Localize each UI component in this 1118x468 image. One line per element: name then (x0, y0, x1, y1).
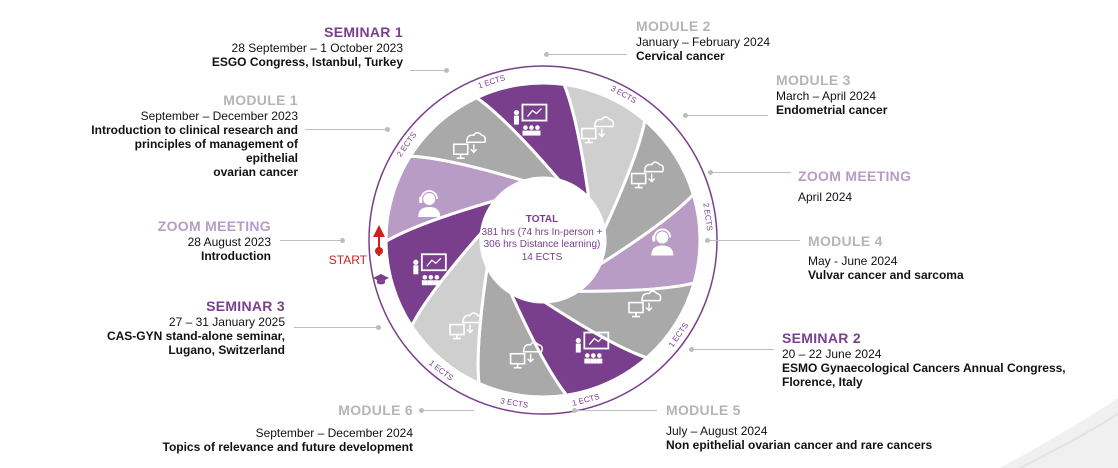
module-4-block: MODULE 4 May - June 2024 Vulvar cancer a… (808, 233, 998, 282)
module-5-leader (572, 408, 657, 413)
seminar-3-desc-1: CAS-GYN stand-alone seminar, (106, 329, 285, 343)
total-line-1: 381 hrs (74 hrs In-person + (482, 227, 603, 238)
cloud-computer-icon (630, 161, 664, 189)
ects-label: 2 ECTS (701, 202, 714, 231)
total-line-3: 14 ECTS (522, 252, 563, 263)
seminar-3-leader (294, 325, 381, 330)
cloud-computer-icon (452, 131, 487, 160)
zoom-meeting-1-date: 28 August 2023 (187, 235, 271, 249)
presentation-icon (575, 331, 610, 364)
module-6-block: MODULE 6 September – December 2024 Topic… (150, 402, 414, 454)
module-2-date: January – February 2024 (636, 35, 771, 49)
module-1-date: September – December 2023 (140, 109, 298, 123)
start-dot (375, 247, 383, 255)
module-2-title: MODULE 2 (636, 18, 711, 34)
module-5-desc: Non epithelial ovarian cancer and rare c… (666, 438, 933, 452)
total-line-2: 306 hrs Distance learning) (484, 239, 601, 250)
segments-group (384, 81, 702, 399)
module-3-block: MODULE 3 March – April 2024 Endometrial … (776, 72, 956, 117)
module-3-title: MODULE 3 (776, 72, 851, 88)
seminar-2-title: SEMINAR 2 (782, 330, 861, 346)
seminar-2-date: 20 – 22 June 2024 (782, 347, 882, 361)
module-6-date: September – December 2024 (255, 426, 413, 440)
cloud-computer-icon (628, 290, 662, 318)
zoom-meeting-2-title: ZOOM MEETING (798, 168, 912, 184)
presentation-icon (513, 103, 548, 136)
seminar-1-title: SEMINAR 1 (324, 24, 403, 40)
start-label: START (329, 253, 368, 267)
module-1-title: MODULE 1 (223, 92, 298, 108)
module-1-block: MODULE 1 September – December 2023 Intro… (80, 92, 298, 179)
seminar-1-desc: ESGO Congress, Istanbul, Turkey (211, 55, 403, 69)
zoom-meeting-1-title: ZOOM MEETING (157, 218, 271, 234)
zoom-1-leader (280, 238, 345, 243)
zoom-2-leader (708, 170, 791, 175)
graduation-cap-icon (373, 274, 389, 285)
seminar-2-leader (689, 347, 774, 352)
zoom-meeting-2-date: April 2024 (798, 190, 853, 204)
cloud-computer-icon (509, 341, 543, 369)
module-2-leader (544, 52, 627, 57)
module-1-desc-1: Introduction to clinical research and (91, 123, 298, 137)
zoom-meeting-2-block: ZOOM MEETING April 2024 (798, 168, 948, 204)
module-5-date: July – August 2024 (666, 424, 768, 438)
seminar-3-desc-2: Lugano, Switzerland (168, 343, 285, 357)
cloud-computer-icon (449, 312, 483, 340)
presentation-icon (413, 253, 447, 286)
zoom-meeting-1-block: ZOOM MEETING 28 August 2023 Introduction (100, 218, 271, 263)
module-1-leader (305, 127, 390, 132)
module-1-desc-2: principles of management of epithelial (134, 137, 298, 165)
module-2-block: MODULE 2 January – February 2024 Cervica… (636, 18, 836, 63)
module-3-date: March – April 2024 (776, 89, 877, 103)
seminar-2-block: SEMINAR 2 20 – 22 June 2024 ESMO Gynaeco… (782, 330, 1082, 389)
headset-icon (651, 228, 674, 256)
seminar-3-date: 27 – 31 January 2025 (168, 315, 285, 329)
total-title: TOTAL (526, 214, 558, 225)
seminar-3-block: SEMINAR 3 27 – 31 January 2025 CAS-GYN s… (80, 298, 285, 357)
module-4-date: May - June 2024 (808, 254, 898, 268)
module-4-title: MODULE 4 (808, 233, 883, 249)
zoom-meeting-1-desc: Introduction (201, 249, 271, 263)
module-4-leader (705, 238, 800, 243)
module-6-leader (419, 408, 474, 413)
icons-group (413, 103, 674, 369)
seminar-1-date: 28 September – 1 October 2023 (231, 41, 403, 55)
cloud-computer-icon (580, 116, 615, 144)
seminar-2-desc-2: Florence, Italy (782, 375, 863, 389)
seminar-1-leader (410, 68, 449, 73)
module-6-title: MODULE 6 (338, 402, 413, 418)
module-3-leader (683, 113, 768, 118)
module-5-block: MODULE 5 July – August 2024 Non epitheli… (666, 402, 956, 452)
module-4-desc: Vulvar cancer and sarcoma (808, 268, 964, 282)
module-3-desc: Endometrial cancer (776, 103, 888, 117)
module-6-desc: Topics of relevance and future developme… (162, 440, 414, 454)
seminar-1-block: SEMINAR 1 28 September – 1 October 2023 … (190, 24, 403, 69)
seminar-3-title: SEMINAR 3 (206, 298, 285, 314)
corner-swoosh (1000, 398, 1118, 468)
headset-icon (418, 190, 441, 218)
module-1-desc-3: ovarian cancer (213, 165, 298, 179)
module-5-title: MODULE 5 (666, 402, 741, 418)
module-2-desc: Cervical cancer (636, 49, 725, 63)
seminar-2-desc-1: ESMO Gynaecological Cancers Annual Congr… (782, 361, 1066, 375)
